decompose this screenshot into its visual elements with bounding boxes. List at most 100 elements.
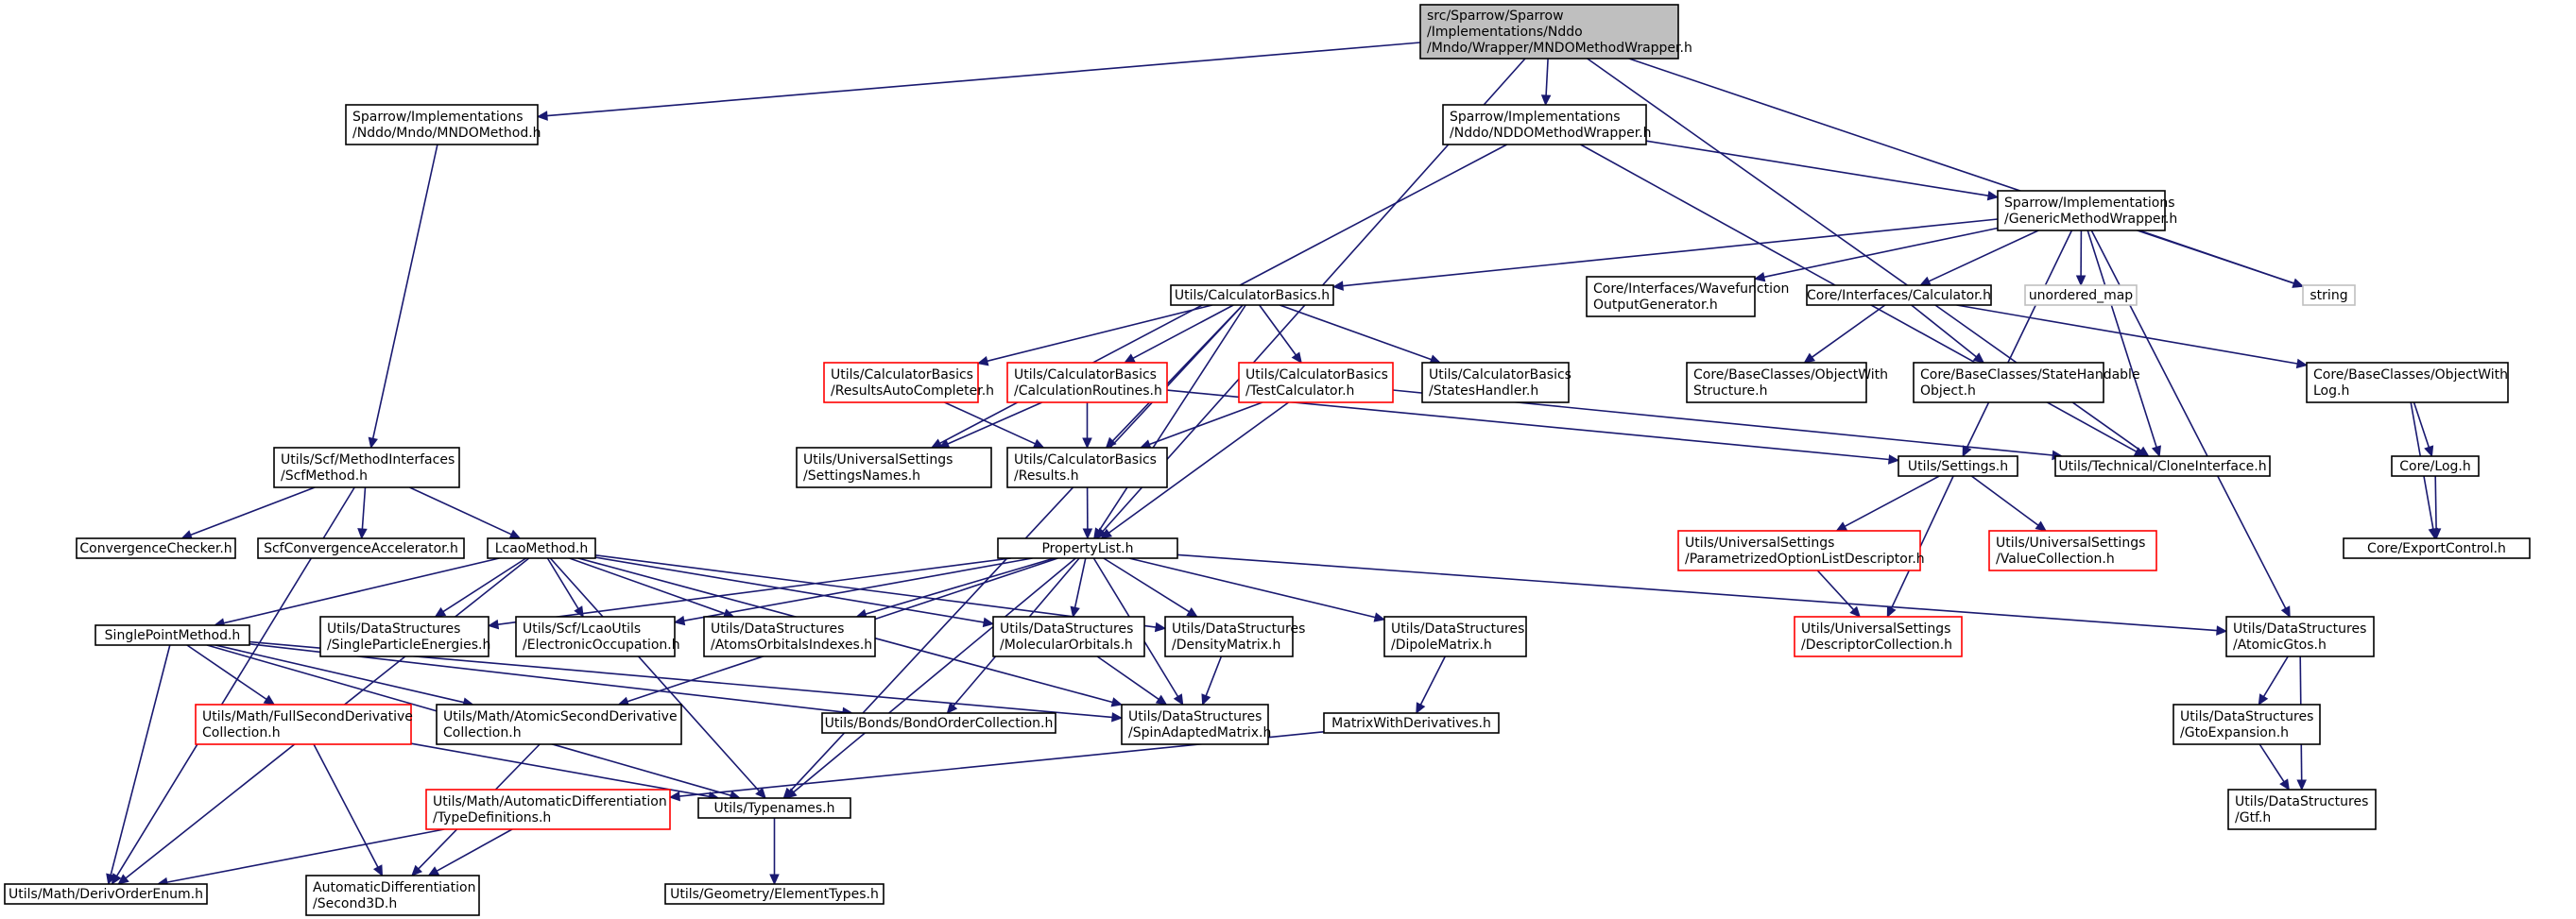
node-param-option[interactable]: Utils/UniversalSettings/ParametrizedOpti… [1677, 530, 1925, 571]
node-box [257, 537, 465, 559]
node-mndo-method[interactable]: Sparrow/Implementations/Nddo/Mndo/MNDOMe… [345, 104, 541, 145]
node-full-second-deriv[interactable]: Utils/Math/FullSecondDerivativeCollectio… [195, 704, 413, 745]
node-states-handler[interactable]: Utils/CalculatorBasics/StatesHandler.h [1421, 362, 1571, 403]
node-label-line: Utils/UniversalSettings [1801, 621, 1950, 637]
node-string[interactable]: string [2302, 284, 2356, 306]
node-descriptor-collection[interactable]: Utils/UniversalSettings/DescriptorCollec… [1794, 616, 1963, 657]
node-box [1794, 616, 1963, 657]
node-settings-names[interactable]: Utils/UniversalSettings/SettingsNames.h [796, 447, 992, 488]
node-label-line: Core/Log.h [2399, 459, 2470, 474]
node-label-line: Utils/DataStructures [1172, 621, 1305, 637]
include-edge-lcao-method-to-density-matrix [594, 554, 1167, 633]
node-label-line: LcaoMethod.h [495, 541, 588, 556]
include-edge-calc-routines-to-settings-names [937, 401, 1043, 449]
include-edge-density-matrix-to-spin-adapted [1201, 655, 1223, 706]
node-single-point[interactable]: SinglePointMethod.h [94, 624, 250, 646]
node-results-auto[interactable]: Utils/CalculatorBasics/ResultsAutoComple… [823, 362, 994, 403]
node-molecular-orbitals[interactable]: Utils/DataStructures/MolecularOrbitals.h [992, 616, 1145, 657]
node-label-line: Object.h [1920, 383, 1976, 399]
node-label-line: MatrixWithDerivatives.h [1331, 716, 1491, 731]
node-typenames[interactable]: Utils/Typenames.h [697, 797, 851, 819]
node-box [76, 537, 236, 559]
node-label-line: Sparrow/Implementations [1450, 110, 1621, 125]
node-lcao-method[interactable]: LcaoMethod.h [487, 537, 596, 559]
node-property-list[interactable]: PropertyList.h [997, 537, 1178, 559]
node-box [1442, 104, 1647, 145]
node-box [697, 797, 851, 819]
node-box [2391, 455, 2480, 477]
node-box [1586, 276, 1756, 317]
node-element-types[interactable]: Utils/Geometry/ElementTypes.h [664, 883, 884, 905]
node-clone-interface[interactable]: Utils/Technical/CloneInterface.h [2054, 455, 2271, 477]
node-unordered-map[interactable]: unordered_map [2024, 284, 2138, 306]
node-label-line: /DescriptorCollection.h [1801, 638, 1952, 653]
include-edge-property-list-to-electronic-occ [673, 557, 1033, 626]
node-label-line: Utils/Math/AtomicSecondDerivative [443, 709, 678, 724]
node-settings[interactable]: Utils/Settings.h [1898, 455, 2018, 477]
include-edge-single-point-to-deriv-order [106, 644, 171, 886]
node-label-line: Core/Interfaces/Wavefunction [1593, 281, 1789, 297]
node-matrix-with-deriv[interactable]: MatrixWithDerivatives.h [1323, 712, 1500, 734]
node-box [436, 704, 682, 745]
include-edge-generic-wrapper-to-calculator [1918, 230, 2039, 286]
node-density-matrix[interactable]: Utils/DataStructures/DensityMatrix.h [1164, 616, 1305, 657]
node-atomic-gtos[interactable]: Utils/DataStructures/AtomicGtos.h [2225, 616, 2375, 657]
node-label-line: Utils/Scf/LcaoUtils [523, 621, 641, 637]
node-single-particle[interactable]: Utils/DataStructures/SingleParticleEnerg… [319, 616, 490, 657]
include-edge-calculator-to-obj-with-structure [1803, 304, 1886, 364]
node-second3d[interactable]: AutomaticDifferentiation/Second3D.h [305, 875, 480, 916]
node-generic-wrapper[interactable]: Sparrow/Implementations/GenericMethodWra… [1997, 190, 2177, 231]
node-label-line: Utils/CalculatorBasics.h [1175, 288, 1330, 303]
node-gto-expansion[interactable]: Utils/DataStructures/GtoExpansion.h [2172, 704, 2321, 745]
node-export-control[interactable]: Core/ExportControl.h [2343, 537, 2531, 559]
include-edge-test-calc-to-results [1139, 401, 1263, 450]
node-box [1238, 362, 1394, 403]
node-core-log[interactable]: Core/Log.h [2391, 455, 2480, 477]
node-calc-routines[interactable]: Utils/CalculatorBasics/CalculationRoutin… [1006, 362, 1168, 403]
node-deriv-order[interactable]: Utils/Math/DerivOrderEnum.h [4, 883, 208, 905]
node-box [1677, 530, 1921, 571]
node-box [1421, 362, 1570, 403]
node-convergence-checker[interactable]: ConvergenceChecker.h [76, 537, 236, 559]
node-label-line: Core/ExportControl.h [2367, 541, 2506, 556]
node-test-calc[interactable]: Utils/CalculatorBasics/TestCalculator.h [1238, 362, 1394, 403]
node-wavefunction[interactable]: Core/Interfaces/WavefunctionOutputGenera… [1586, 276, 1789, 317]
node-scf-conv-acc[interactable]: ScfConvergenceAccelerator.h [257, 537, 465, 559]
node-root[interactable]: src/Sparrow/Sparrow/Implementations/Nddo… [1419, 4, 1692, 60]
node-electronic-occ[interactable]: Utils/Scf/LcaoUtils/ElectronicOccupation… [515, 616, 680, 657]
include-edge-dipole-matrix-to-matrix-with-deriv [1416, 655, 1447, 715]
node-label-line: Utils/DataStructures [2233, 621, 2366, 637]
node-box [1006, 447, 1168, 488]
node-atomic-second-deriv[interactable]: Utils/Math/AtomicSecondDerivativeCollect… [436, 704, 682, 745]
include-edge-param-option-to-descriptor-collection [1816, 570, 1862, 618]
node-value-collection[interactable]: Utils/UniversalSettings/ValueCollection.… [1988, 530, 2157, 571]
node-calc-basics[interactable]: Utils/CalculatorBasics.h [1170, 284, 1334, 306]
node-label-line: Core/BaseClasses/ObjectWith [1693, 367, 1888, 383]
include-edge-scf-method-to-scf-conv-acc [357, 486, 368, 540]
node-results[interactable]: Utils/CalculatorBasics/Results.h [1006, 447, 1168, 488]
node-bond-order[interactable]: Utils/Bonds/BondOrderCollection.h [821, 712, 1056, 734]
node-scf-method[interactable]: Utils/Scf/MethodInterfaces/ScfMethod.h [273, 447, 460, 488]
node-calculator[interactable]: Core/Interfaces/Calculator.h [1806, 284, 1992, 306]
node-gtf[interactable]: Utils/DataStructures/Gtf.h [2227, 789, 2377, 830]
node-label-line: /GenericMethodWrapper.h [2004, 212, 2177, 227]
node-box [1170, 284, 1334, 306]
include-edge-scf-method-to-lcao-method [409, 486, 522, 539]
node-box [1686, 362, 1867, 403]
node-spin-adapted[interactable]: Utils/DataStructures/SpinAdaptedMatrix.h [1121, 704, 1271, 745]
node-dipole-matrix[interactable]: Utils/DataStructures/DipoleMatrix.h [1383, 616, 1527, 657]
node-label-line: Utils/CalculatorBasics [1014, 452, 1157, 468]
node-box [195, 704, 412, 745]
include-edge-generic-wrapper-to-clone-interface [2087, 230, 2161, 458]
node-autodiff-typedefs[interactable]: Utils/Math/AutomaticDifferentiation/Type… [425, 789, 671, 830]
node-atoms-orbitals[interactable]: Utils/DataStructures/AtomsOrbitalsIndexe… [703, 616, 876, 657]
node-label-line: Utils/Scf/MethodInterfaces [281, 452, 455, 468]
node-nddo-wrapper[interactable]: Sparrow/Implementations/Nddo/NDDOMethodW… [1442, 104, 1652, 145]
node-label-line: /Mndo/Wrapper/MNDOMethodWrapper.h [1427, 41, 1692, 56]
dependency-nodes: src/Sparrow/Sparrow/Implementations/Nddo… [4, 4, 2531, 916]
node-label-line: OutputGenerator.h [1593, 298, 1718, 313]
node-box [487, 537, 596, 559]
